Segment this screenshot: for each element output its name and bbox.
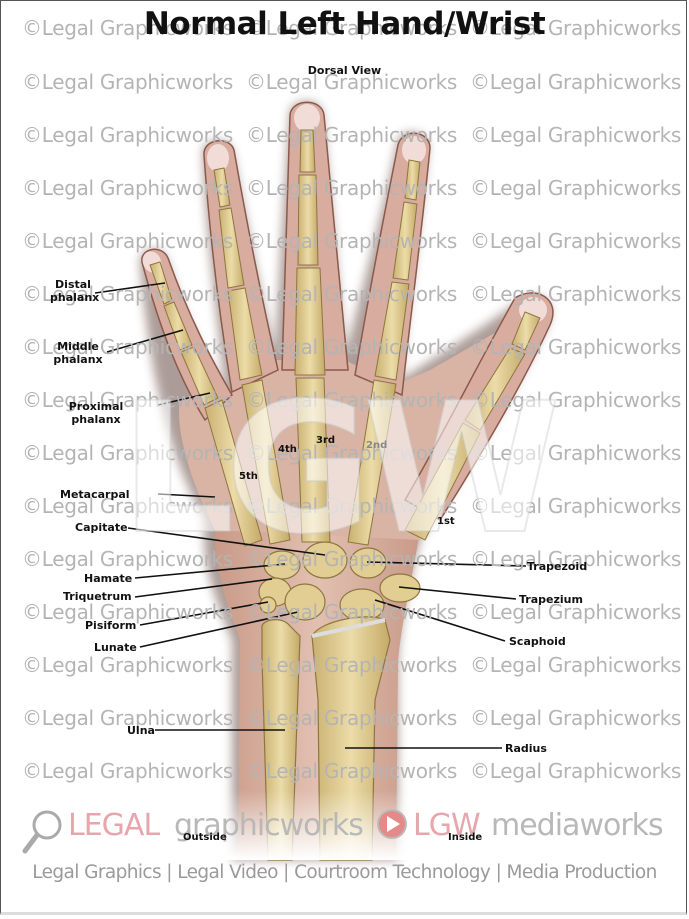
label-trapezoid: Trapezoid [527, 560, 588, 573]
label-outside: Outside [183, 832, 227, 843]
label-scaphoid: Scaphoid [509, 635, 566, 648]
label-1st-metacarpal: 1st [437, 516, 455, 527]
metacarpals [204, 377, 481, 547]
phalanges [149, 129, 541, 431]
label-pisiform: Pisiform [85, 619, 137, 632]
label-2nd-metacarpal: 2nd [366, 440, 388, 451]
label-4th-metacarpal: 4th [278, 444, 297, 455]
label-distal-phalanx: Distal phalanx [50, 278, 100, 304]
label-3rd-metacarpal: 3rd [316, 435, 336, 446]
label-triquetrum: Triquetrum [63, 590, 132, 603]
label-line: Distal [55, 278, 91, 291]
label-trapezium: Trapezium [519, 593, 583, 606]
label-line: phalanx [71, 413, 121, 426]
label-metacarpal: Metacarpal [60, 488, 130, 501]
magnifier-logo-icon [22, 810, 62, 854]
brand-tagline: Legal Graphics | Legal Video | Courtroom… [32, 862, 657, 883]
brand-lgw: LGW [413, 808, 481, 843]
label-radius: Radius [505, 742, 547, 755]
label-line: phalanx [50, 291, 100, 304]
label-capitate: Capitate [75, 521, 128, 534]
leader-lines [94, 282, 527, 749]
view-subtitle: Dorsal View [307, 64, 382, 77]
label-line: Proximal [68, 400, 124, 413]
brand-logo-row: LEGAL graphicworks LGW mediaworks [20, 803, 680, 853]
brand-legal: LEGAL [68, 808, 160, 843]
lgw-watermark: LGW [119, 364, 562, 575]
label-line: Middle [57, 340, 99, 353]
label-proximal-phalanx: Proximal phalanx [66, 400, 126, 426]
label-hamate: Hamate [84, 572, 133, 585]
label-inside: Inside [448, 832, 483, 843]
label-line: phalanx [53, 353, 103, 366]
brand-mediaworks: mediaworks [491, 808, 664, 843]
brand-graphicworks: graphicworks [174, 808, 364, 843]
play-logo-icon [377, 809, 407, 839]
label-middle-phalanx: Middle phalanx [50, 340, 106, 366]
label-5th-metacarpal: 5th [239, 471, 258, 482]
carpal-bones [258, 541, 421, 622]
page-title: Normal Left Hand/Wrist [143, 6, 546, 42]
label-ulna: Ulna [127, 724, 155, 737]
label-lunate: Lunate [94, 641, 137, 654]
